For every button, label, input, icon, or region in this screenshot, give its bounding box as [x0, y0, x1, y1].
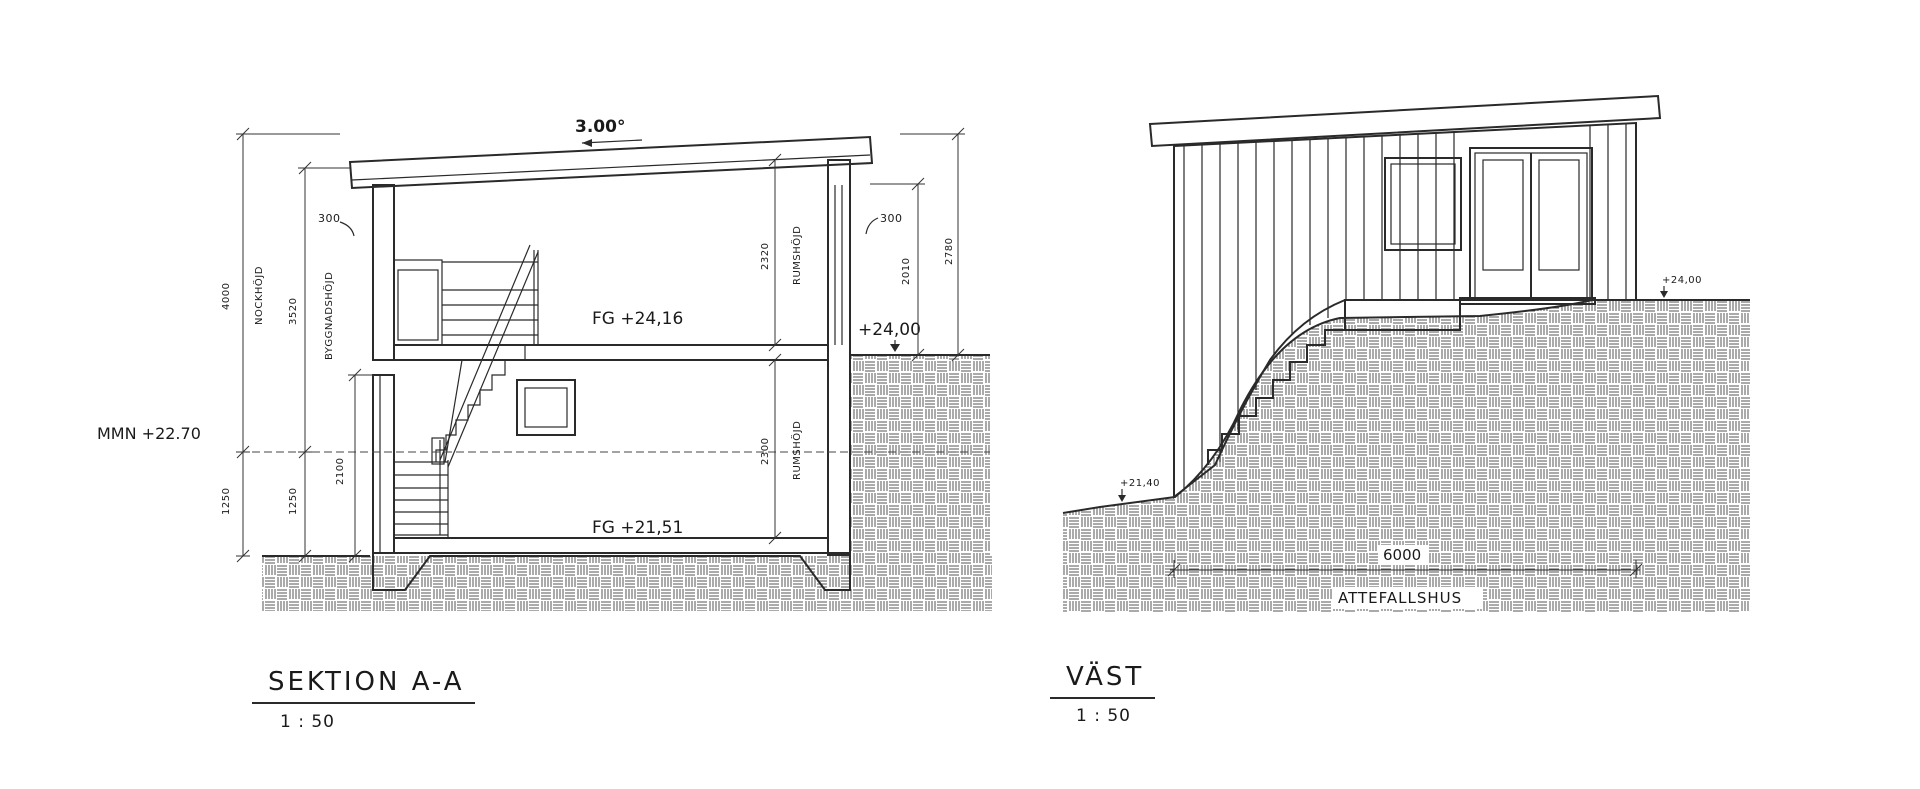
dim-left-lower-inner: 1250 — [288, 488, 299, 515]
dim-upper-room: 2320 — [760, 243, 771, 270]
upper-cabinet — [393, 259, 443, 346]
label-upper-room: RUMSHÖJD — [790, 226, 803, 285]
stair-landing — [1344, 299, 1461, 331]
right-dimensions — [870, 127, 965, 362]
lower-floor-slab — [393, 537, 829, 554]
width-dim-label: 6000 — [1383, 546, 1421, 564]
dim-left-lower: 1250 — [221, 488, 232, 515]
section-window — [516, 379, 576, 436]
ground-level-right: +24,00 — [858, 320, 921, 340]
elevation-title: VÄST — [1066, 660, 1144, 692]
label-building-height: BYGGNADSHÖJD — [322, 272, 335, 360]
dim-building-height: 3520 — [288, 298, 299, 325]
dim-right-outer: 2780 — [944, 238, 955, 265]
building-label: ATTEFALLSHUS — [1338, 589, 1462, 607]
label-ridge-height: NOCKHÖJD — [252, 266, 265, 325]
staircase — [395, 244, 539, 538]
left-dimensions — [236, 127, 373, 563]
upper-floor-slab — [393, 344, 829, 361]
section-title: SEKTION A-A — [268, 667, 465, 697]
elevation-west: +24,00 +21,40 6000 ATTEFALLSHUS VÄST 1 :… — [1050, 94, 1750, 726]
foundation — [372, 552, 851, 591]
elevation-level-top: +24,00 — [1662, 275, 1702, 286]
ground-hatch-bottom — [262, 556, 992, 611]
right-wall — [827, 159, 851, 556]
dim-lower-room-height: 2300 — [760, 438, 771, 465]
elevation-scale: 1 : 50 — [1076, 706, 1131, 726]
label-lower-room: RUMSHÖJD — [790, 421, 803, 480]
lower-floor-level: FG +21,51 — [592, 518, 683, 538]
overhang-right: 300 — [880, 212, 903, 225]
roof — [348, 135, 874, 190]
left-wall-upper — [372, 184, 395, 361]
elevation-window — [1384, 157, 1462, 251]
ground-hatch-right — [850, 355, 990, 560]
terrain-hatch — [1063, 300, 1750, 612]
overhang-left: 300 — [318, 212, 341, 225]
section-scale: 1 : 50 — [280, 712, 335, 732]
width-dimension — [1167, 560, 1643, 578]
facade-panels — [1183, 124, 1627, 490]
upper-railing — [442, 250, 539, 345]
dim-total-height: 4000 — [221, 283, 232, 310]
roof-slope-label: 3.00° — [575, 117, 625, 137]
reference-level: MMN +22.70 — [97, 424, 201, 443]
dim-lower-room: 2100 — [335, 458, 346, 485]
dim-right-inner: 2010 — [901, 258, 912, 285]
elevation-roof — [1148, 94, 1662, 148]
left-wall-lower — [372, 374, 395, 554]
facade — [1173, 121, 1637, 500]
inner-dimensions — [768, 153, 782, 545]
elevation-level-left: +21,40 — [1120, 478, 1160, 489]
terrain-line — [1062, 299, 1750, 514]
elevation-stairs — [1207, 300, 1346, 465]
upper-floor-level: FG +24,16 — [592, 309, 683, 329]
section-a-a: 3.00° — [97, 117, 992, 732]
